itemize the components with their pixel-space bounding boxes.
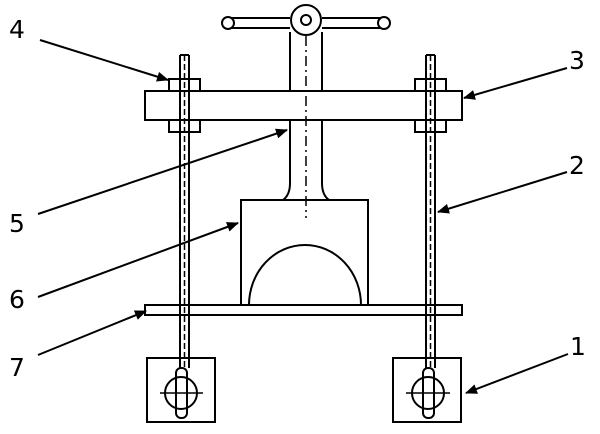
leader-arrow-7	[37, 310, 147, 356]
part-label-1: 1	[570, 332, 586, 361]
leader-arrow-2	[437, 171, 568, 214]
leader-arrow-3	[463, 67, 568, 100]
right-threaded-rod	[425, 54, 436, 368]
left-bottom-nut	[168, 119, 201, 133]
leader-arrow-5	[37, 128, 288, 215]
leader-arrow-4	[39, 39, 169, 82]
t-handle-screw	[221, 4, 391, 218]
part-label-3: 3	[569, 46, 585, 75]
leader-arrow-6	[37, 222, 239, 298]
part-label-2: 2	[569, 151, 585, 180]
left-top-nut	[168, 78, 201, 92]
left-clamp-base	[146, 357, 216, 423]
handle-right-knob	[377, 16, 391, 30]
left-threaded-rod	[179, 54, 190, 368]
part-label-6: 6	[9, 285, 25, 314]
part-label-7: 7	[9, 353, 25, 382]
right-bottom-nut	[414, 119, 447, 133]
pressing-block-arch	[248, 244, 362, 306]
right-top-nut	[414, 78, 447, 92]
handle-pin-hole	[300, 14, 312, 26]
top-crossbar	[144, 90, 463, 121]
pressing-block	[240, 199, 369, 306]
part-label-5: 5	[9, 209, 25, 238]
handle-left-knob	[221, 16, 235, 30]
leader-arrow-1	[465, 353, 569, 394]
handle-crossbar	[231, 17, 381, 29]
part-label-4: 4	[9, 15, 25, 44]
support-plate	[144, 304, 463, 316]
right-clamp-base	[392, 357, 462, 423]
screw-shaft	[282, 32, 330, 201]
handle-center-boss	[290, 4, 322, 36]
